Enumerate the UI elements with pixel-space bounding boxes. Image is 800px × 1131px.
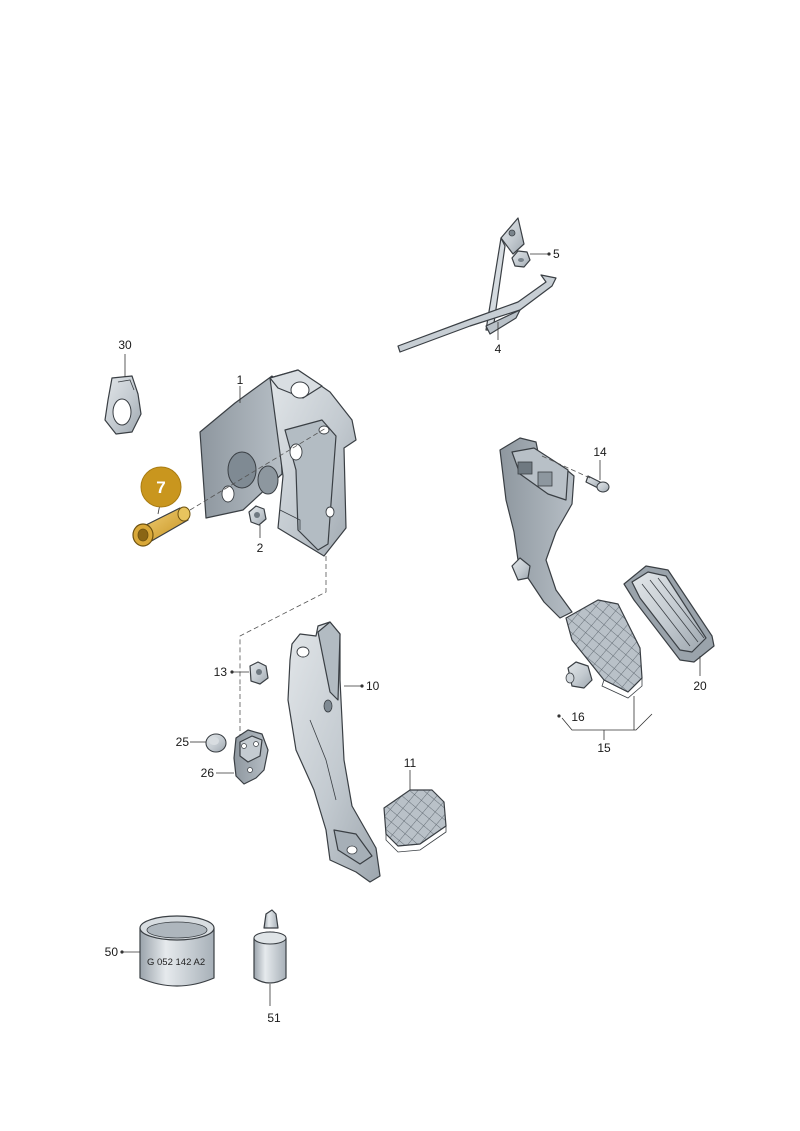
label-50: 50 [105,945,119,959]
label-14: 14 [593,445,607,459]
part-7-bushing [132,506,191,547]
badge-7-label[interactable]: 7 [156,478,165,497]
label-16: 16 [571,710,585,724]
part-25-cap [205,733,227,753]
link-line-1-10 [239,556,327,686]
part-51-sealant-bottle [253,909,287,984]
part-4-cable-bracket [397,217,557,353]
label-2: 2 [257,541,264,555]
part-2-nut [248,505,267,526]
part-15-accelerator-module [499,437,643,699]
part-16-stop [565,661,593,689]
label-5: 5 [553,247,560,261]
label-51: 51 [267,1011,281,1025]
part-20-pad-cover [623,565,715,663]
label-10: 10 [366,679,380,693]
label-1: 1 [237,373,244,387]
part-50-grease-tube: G 052 142 A2 [139,915,215,987]
label-30: 30 [118,338,132,352]
tube-part-number: G 052 142 A2 [147,957,205,968]
label-11: 11 [404,756,417,770]
label-13: 13 [214,665,228,679]
axis-line-7 [189,427,327,511]
label-20: 20 [693,679,707,693]
label-25: 25 [176,735,190,749]
badge-7[interactable] [140,466,182,508]
label-15: 15 [597,741,611,755]
label-4: 4 [495,342,502,356]
part-11-pedal-pad [383,789,447,853]
part-14-screw [585,475,610,493]
part-30-clip [104,375,142,435]
part-13-nut [249,661,269,685]
part-10-brake-pedal [287,621,381,883]
label-26: 26 [201,766,215,780]
part-1-pedal-bracket [199,369,357,557]
part-5-nut [511,250,531,268]
part-26-switch-bracket [233,729,269,785]
